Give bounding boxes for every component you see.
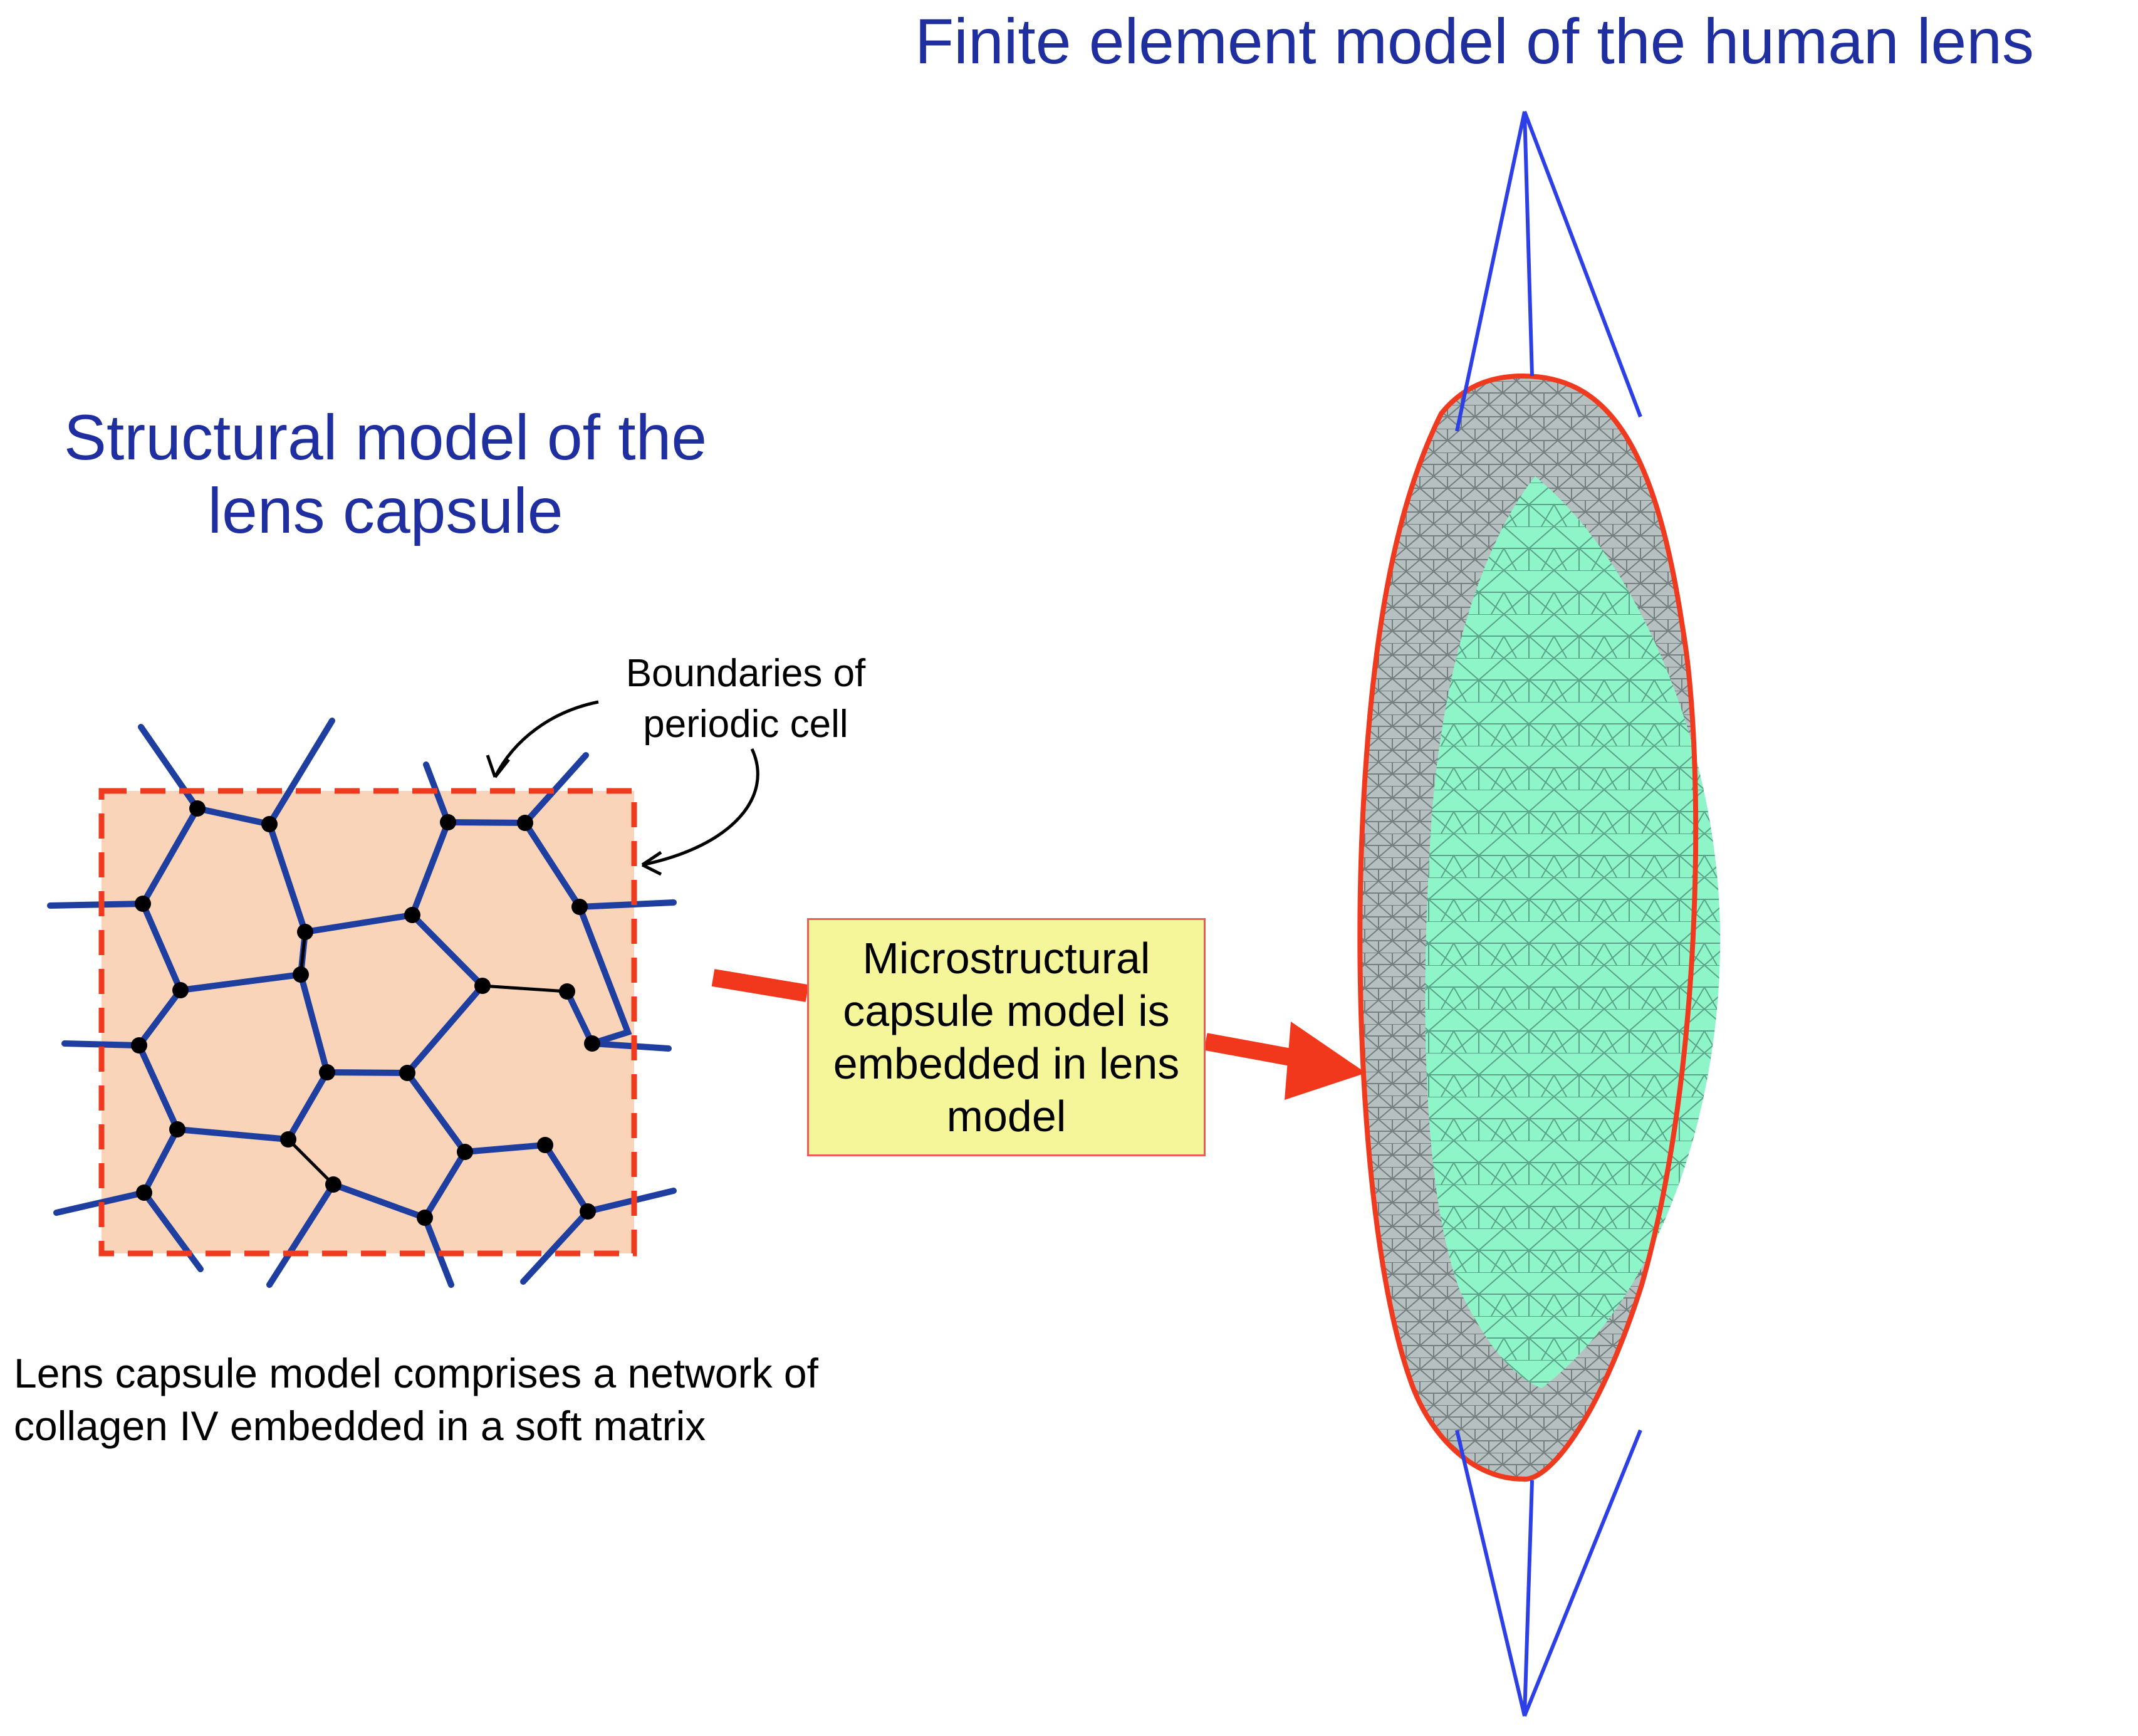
- node-dot-icon: [457, 1144, 473, 1160]
- callout-text: Microstructural capsule model is embedde…: [833, 934, 1180, 1141]
- node-dot-icon: [280, 1131, 296, 1148]
- node-dot-icon: [136, 1184, 152, 1201]
- curved-arrow-icon: [493, 700, 599, 778]
- capsule-model-title: Structural model of the lens capsule: [63, 402, 707, 547]
- node-dot-icon: [440, 814, 456, 830]
- node-dot-icon: [571, 899, 588, 915]
- node-dot-icon: [584, 1035, 600, 1052]
- lens-fe-model: [1357, 110, 1721, 1717]
- node-dot-icon: [517, 815, 533, 831]
- periodic-cell: [47, 718, 677, 1288]
- node-dot-icon: [169, 1121, 185, 1137]
- capsule-caption: Lens capsule model comprises a network o…: [14, 1350, 818, 1449]
- boundary-pointers: [486, 700, 759, 876]
- node-dot-icon: [261, 816, 278, 832]
- node-dots: [131, 800, 600, 1226]
- embed-arrow: [711, 969, 1366, 1100]
- node-dot-icon: [559, 983, 575, 1000]
- node-dot-icon: [297, 924, 313, 940]
- node-dot-icon: [189, 800, 206, 817]
- node-dot-icon: [417, 1210, 433, 1226]
- node-dot-icon: [404, 907, 420, 923]
- node-dot-icon: [580, 1203, 596, 1220]
- soft-matrix: [102, 791, 634, 1253]
- node-dot-icon: [135, 896, 151, 912]
- node-dot-icon: [399, 1065, 415, 1081]
- lens-capsule-outline: [1357, 373, 1699, 1482]
- node-dot-icon: [537, 1137, 553, 1153]
- lens-model-title: Finite element model of the human lens: [915, 6, 2034, 77]
- node-dot-icon: [474, 978, 491, 994]
- node-dot-icon: [325, 1176, 342, 1193]
- boundaries-label: Boundaries of periodic cell: [625, 652, 866, 746]
- zonular-ligaments: [1455, 110, 1642, 1717]
- curved-arrow-icon: [642, 748, 759, 867]
- node-dot-icon: [319, 1064, 335, 1080]
- node-dot-icon: [172, 982, 189, 998]
- embedding-callout: Microstructural capsule model is embedde…: [807, 918, 1206, 1156]
- periodic-cell-boundary: [98, 788, 637, 1257]
- node-dot-icon: [293, 966, 309, 983]
- node-dot-icon: [131, 1037, 147, 1054]
